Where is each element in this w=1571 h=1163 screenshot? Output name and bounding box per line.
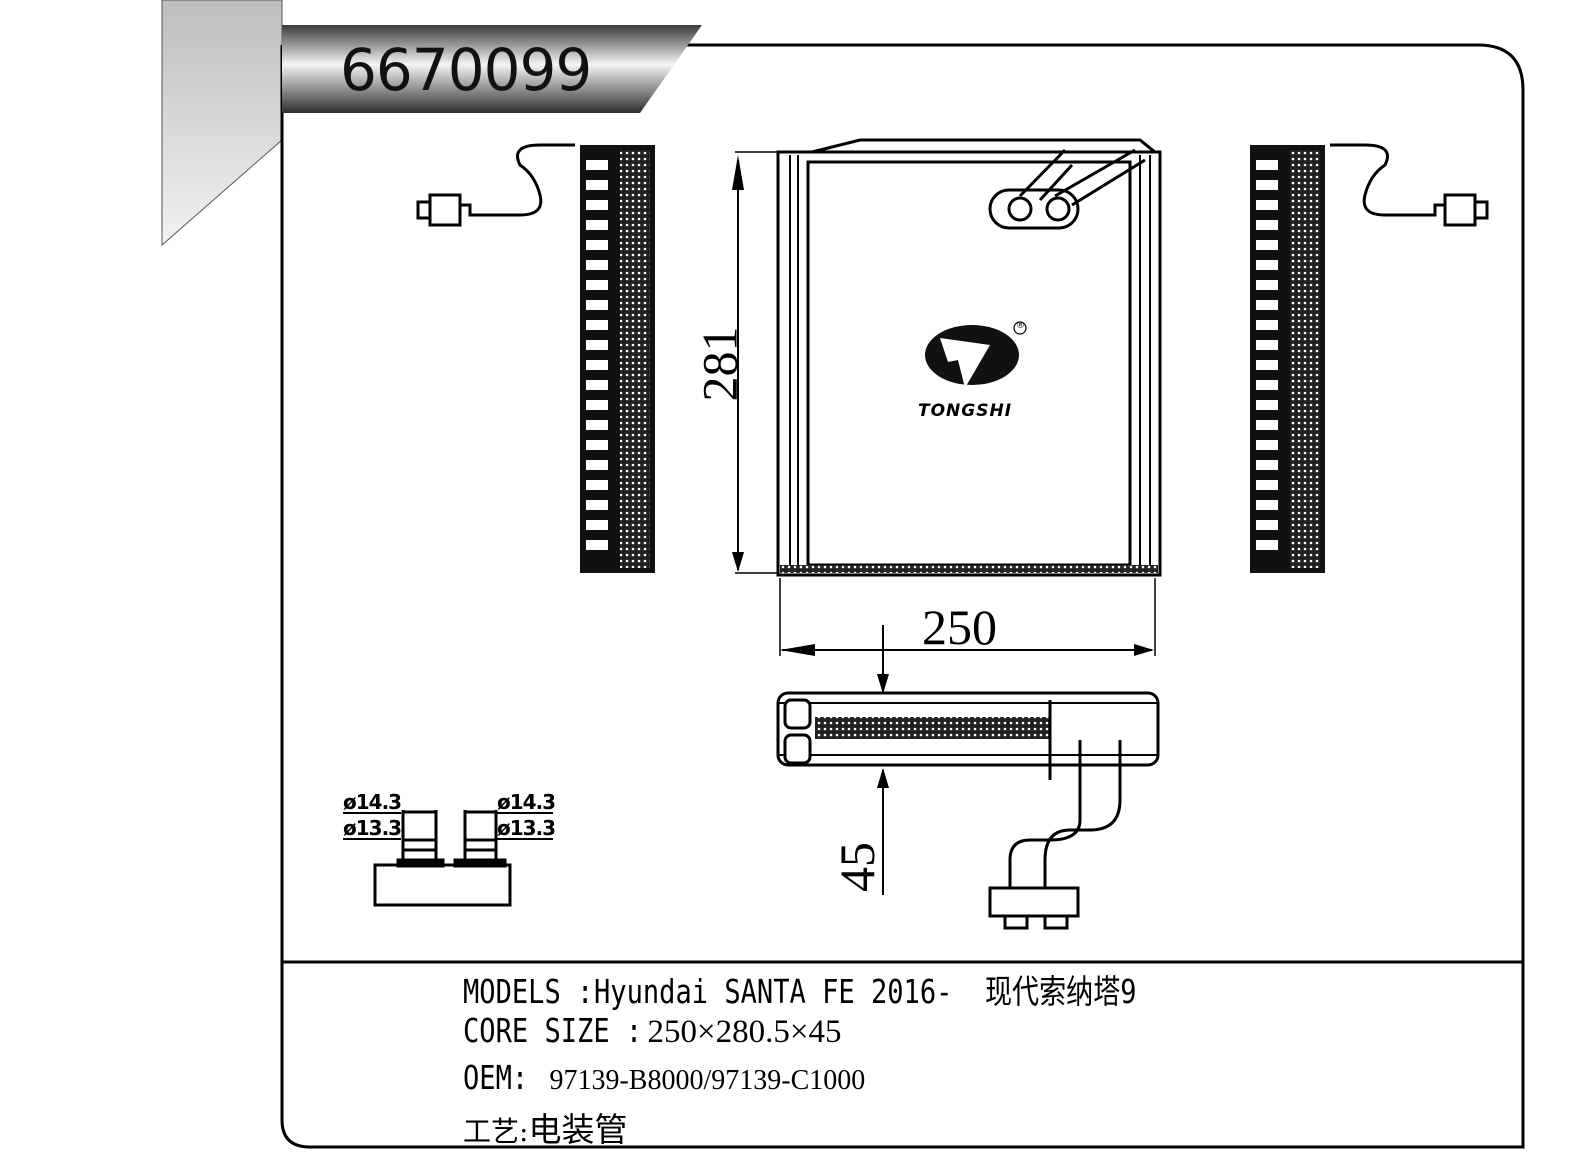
models-label: MODELS : xyxy=(463,972,594,1011)
brand-name: TONGSHI xyxy=(918,401,1013,421)
fin-slot xyxy=(586,440,608,450)
fin-slot xyxy=(1256,380,1278,390)
left-side-view xyxy=(416,143,655,573)
process-value: 电装管 xyxy=(528,1110,628,1149)
fin-slot xyxy=(586,380,608,390)
fin-slot xyxy=(1256,440,1278,450)
fitting-right-inner: ø13.3 xyxy=(497,816,556,840)
fin-slot xyxy=(1256,160,1278,170)
fin-slot xyxy=(586,460,608,470)
core-size-value: 250×280.5×45 xyxy=(647,1014,842,1050)
registered-mark: ® xyxy=(1016,321,1025,331)
fin-slot xyxy=(1256,180,1278,190)
core-size-label: CORE SIZE : xyxy=(463,1011,643,1050)
fin-slot xyxy=(1256,360,1278,370)
fin-slot xyxy=(586,280,608,290)
oem-row: OEM: 97139-B8000/97139-C1000 xyxy=(463,1058,865,1097)
core-size-row: CORE SIZE :250×280.5×45 xyxy=(463,1011,842,1051)
fin-slot xyxy=(1256,260,1278,270)
tongshi-logo xyxy=(925,321,1027,388)
width-dimension: 250 xyxy=(922,599,997,655)
fin-slot xyxy=(1256,300,1278,310)
fin-slot xyxy=(586,540,608,550)
fin-slot xyxy=(1256,500,1278,510)
fin-slot xyxy=(1256,520,1278,530)
front-view xyxy=(776,138,1162,577)
models-row: MODELS :Hyundai SANTA FE 2016- 现代索纳塔9 xyxy=(463,965,1256,1013)
fin-slot xyxy=(586,300,608,310)
fin-slot xyxy=(1256,460,1278,470)
fin-slot xyxy=(586,420,608,430)
fin-slot xyxy=(586,200,608,210)
height-dimension: 281 xyxy=(691,326,748,402)
process-label: 工艺: xyxy=(463,1115,529,1148)
fin-slot xyxy=(1256,420,1278,430)
frame xyxy=(280,43,1525,1149)
fin-slot xyxy=(586,220,608,230)
fin-slot xyxy=(1256,540,1278,550)
fin-slot xyxy=(586,180,608,190)
part-number: 6670099 xyxy=(340,36,592,104)
fin-slot xyxy=(1256,200,1278,210)
fitting-diagram xyxy=(373,810,512,907)
fin-slot xyxy=(1256,320,1278,330)
oem-value: 97139-B8000/97139-C1000 xyxy=(542,1065,866,1096)
fin-slot xyxy=(1256,400,1278,410)
fin-slot xyxy=(586,520,608,530)
fin-slot xyxy=(586,360,608,370)
fitting-left-outer: ø14.3 xyxy=(343,790,402,814)
right-side-view xyxy=(1250,143,1489,573)
fin-slot xyxy=(1256,280,1278,290)
fin-slot xyxy=(586,500,608,510)
fin-slot xyxy=(1256,480,1278,490)
corner-panel xyxy=(161,0,283,247)
models-value: Hyundai SANTA FE 2016- 现代索纳塔9 xyxy=(593,972,1137,1011)
depth-dimension: 45 xyxy=(829,842,885,892)
oem-label: OEM: xyxy=(463,1058,529,1097)
fin-slot xyxy=(586,400,608,410)
fitting-left-inner: ø13.3 xyxy=(343,816,402,840)
title-banner xyxy=(282,25,702,113)
fin-slot xyxy=(586,340,608,350)
fitting-right-outer: ø14.3 xyxy=(497,790,556,814)
fin-slot xyxy=(586,240,608,250)
fin-slot xyxy=(1256,340,1278,350)
fin-slot xyxy=(586,160,608,170)
fin-slot xyxy=(586,320,608,330)
fin-slot xyxy=(586,260,608,270)
bottom-view xyxy=(776,691,1160,930)
fin-slot xyxy=(1256,220,1278,230)
fin-slot xyxy=(1256,240,1278,250)
fin-slot xyxy=(586,480,608,490)
process-row: 工艺:电装管 xyxy=(463,1103,627,1151)
